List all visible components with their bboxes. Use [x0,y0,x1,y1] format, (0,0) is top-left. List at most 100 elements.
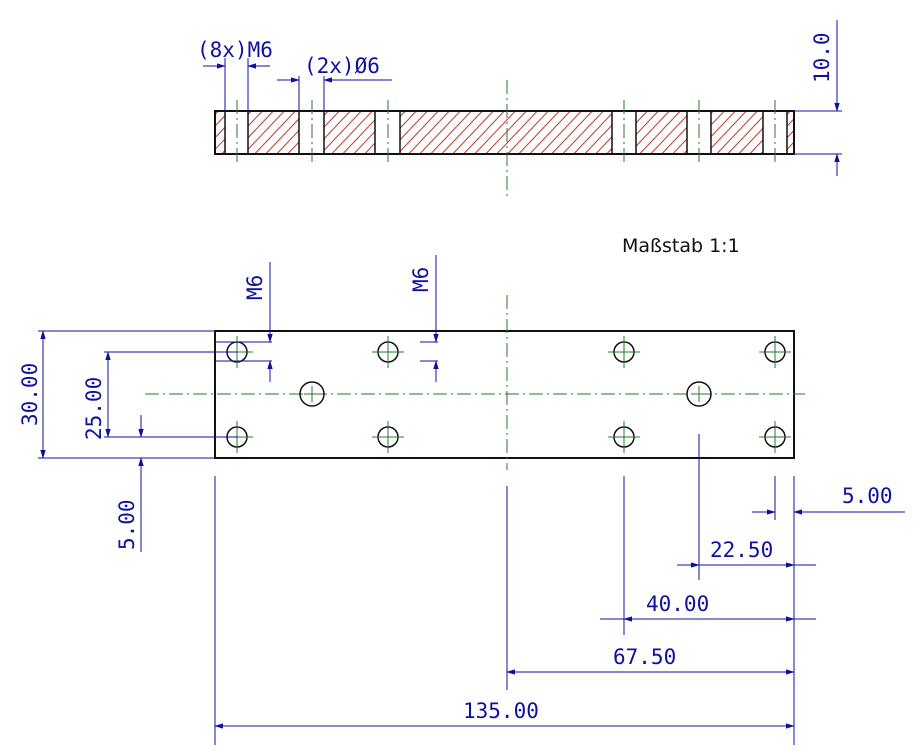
hatch-line [215,111,247,154]
scale-note: Maßstab 1:1 [622,235,740,257]
plan-view: M6 M6 30.00 25.00 [18,255,905,745]
height-pitch-dimension: 25.00 [82,351,237,440]
hatch-line [644,111,698,154]
hatch-line [633,111,687,154]
hatch-line [578,111,632,154]
thickness-label: 10.0 [810,32,834,83]
hatch-line [413,111,467,154]
hatch-line [765,111,794,154]
section-hatching [150,105,906,160]
height-pitch-label: 25.00 [82,377,106,440]
hatch-line [325,111,379,154]
hatch-line [523,111,577,154]
edge-offset-vertical-label: 5.00 [115,499,139,550]
thickness-dimension: 10.0 [794,20,842,176]
callout-threads-label: (8x)M6 [197,38,273,62]
thread-middle-label: M6 [409,267,433,292]
dimension-40-00: 40.00 [600,592,816,622]
hatch-line [435,111,489,154]
hatch-line [259,111,313,154]
hatch-line [787,111,794,154]
tapped-hole [608,336,640,368]
hatch-line [347,111,401,154]
hatch-line [270,111,324,154]
tapped-hole [759,421,791,453]
length-total-dimension: 135.00 [214,699,795,729]
hatch-line [380,111,434,154]
hatch-line [655,111,709,154]
section-bores [224,111,788,154]
through-hole [299,381,325,407]
hatch-line [810,105,862,160]
hatch-line [215,111,258,154]
hatch-line [600,111,654,154]
hatch-line [215,111,236,154]
through-holes [299,381,712,407]
tapped-hole [608,421,640,453]
edge-offset-vertical-dimension: 5.00 [115,415,215,552]
hatch-line [589,111,643,154]
section-view: (8x)M6 (2x)Ø6 10.0 [150,20,906,200]
hatch-line [545,111,599,154]
edge-offset-horizontal-dimension: 5.00 [752,484,905,515]
section-outline [214,110,795,155]
hatch-line [622,111,676,154]
hatch-line [490,111,544,154]
hatch-line [248,111,302,154]
hatch-line [215,111,269,154]
hatch-line [479,111,533,154]
length-total-label: 135.00 [463,699,539,723]
dimension-22-50: 22.50 [677,538,816,568]
hatch-line [512,111,566,154]
hatch-line [699,111,753,154]
hatch-line [677,111,731,154]
hatch-line [281,111,335,154]
hatch-line [446,111,500,154]
thread-callout-left: M6 [215,262,273,382]
thread-left-label: M6 [243,275,267,300]
hatch-line [336,111,390,154]
hatch-line [854,105,906,160]
hatch-line [832,105,884,160]
hatch-line [314,111,368,154]
callout-holes-label: (2x)Ø6 [304,54,380,78]
hatch-line [776,111,794,154]
thread-callout-section: (8x)M6 [197,38,273,111]
height-total-dimension: 30.00 [18,330,215,459]
dim-22-50-label: 22.50 [710,538,773,562]
extension-lines [214,434,795,745]
hatch-line [424,111,478,154]
hatch-line [358,111,412,154]
hatch-line [501,111,555,154]
tapped-hole [372,421,404,453]
hatch-line [457,111,511,154]
through-hole [686,381,712,407]
height-total-label: 30.00 [18,363,42,426]
hole-callout-section: (2x)Ø6 [277,54,392,111]
hatch-line [292,111,346,154]
thread-callout-middle: M6 [409,255,439,382]
dim-40-00-label: 40.00 [646,592,709,616]
hatch-line [237,111,291,154]
hatch-line [402,111,456,154]
hatch-line [821,105,873,160]
hatch-line [369,111,423,154]
hatch-line [611,111,665,154]
hatch-line [743,111,794,154]
hatch-line [799,105,851,160]
tapped-hole [372,336,404,368]
tapped-hole [759,336,791,368]
hatch-line [688,111,742,154]
dimension-67-50: 67.50 [506,645,795,675]
edge-offset-horizontal-label: 5.00 [842,484,893,508]
hatch-line [226,111,280,154]
hatch-line [150,105,202,160]
hatch-line [843,105,895,160]
section-hole-axes [236,80,776,200]
hatch-line [215,111,225,154]
hatch-line [161,105,213,160]
dim-67-50-label: 67.50 [613,645,676,669]
hatch-line [732,111,786,154]
hatch-line [556,111,610,154]
